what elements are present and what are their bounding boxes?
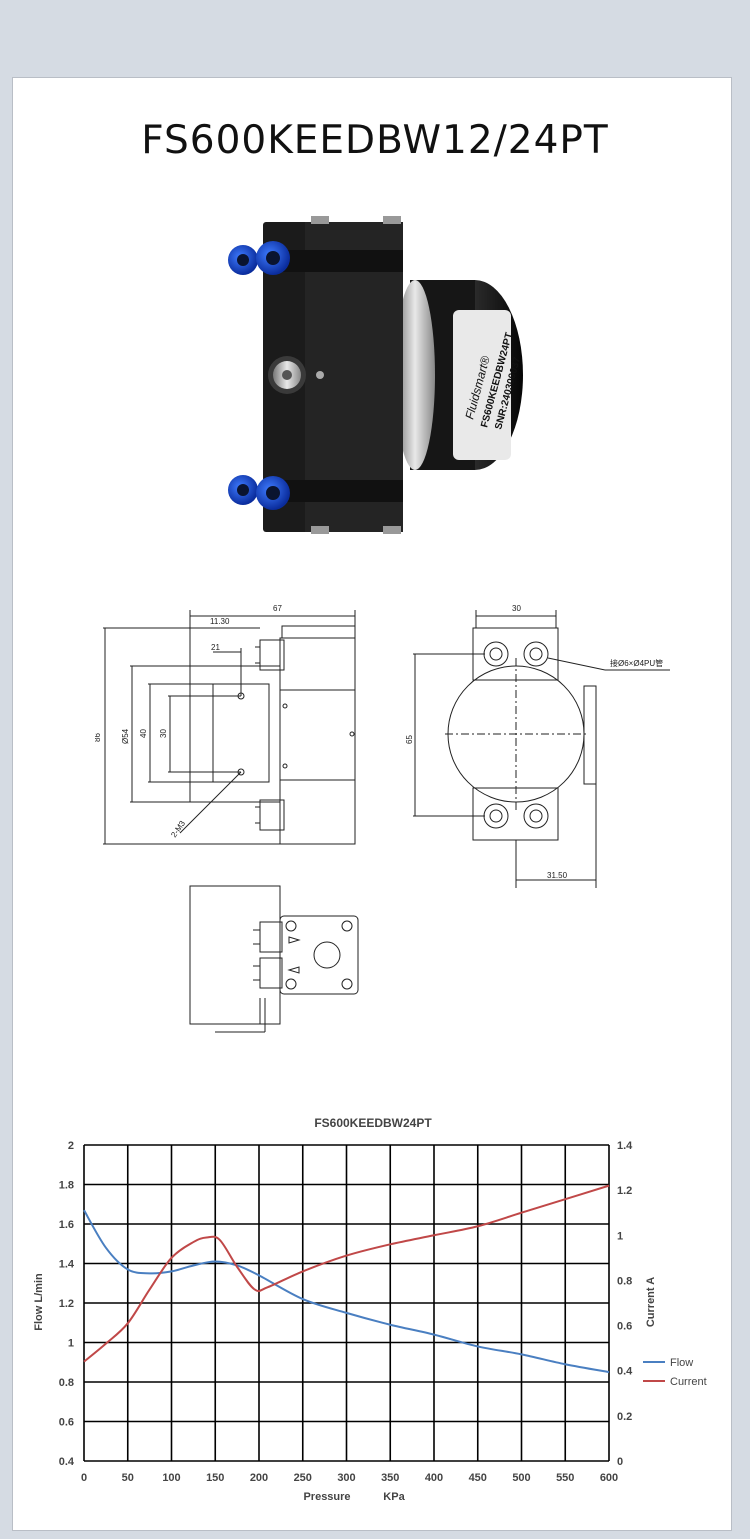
x-tick-label: 400 bbox=[425, 1472, 443, 1484]
y-tick-label: 2 bbox=[68, 1140, 74, 1152]
y-tick-label: 1.6 bbox=[59, 1219, 74, 1231]
y-tick-label: 1.2 bbox=[59, 1298, 74, 1310]
rear-view-drawing bbox=[189, 885, 359, 1033]
legend-label-flow: Flow bbox=[670, 1357, 693, 1369]
page-title: FS600KEEDBW12/24PT bbox=[141, 118, 609, 163]
y-tick-label: 1.8 bbox=[59, 1180, 74, 1192]
x-tick-label: 0 bbox=[81, 1472, 87, 1484]
y-tick-label: 1.4 bbox=[59, 1259, 75, 1271]
y-tick-label: 0.6 bbox=[59, 1417, 74, 1429]
x-tick-label: 300 bbox=[337, 1472, 355, 1484]
dim-d54: Ø54 bbox=[121, 728, 130, 744]
dim-11-30: 11.30 bbox=[210, 617, 230, 626]
y2-tick-label: 1.2 bbox=[617, 1185, 632, 1197]
chart-grid bbox=[83, 1144, 610, 1462]
x-tick-label: 500 bbox=[512, 1472, 530, 1484]
y2-tick-label: 1.4 bbox=[617, 1140, 633, 1152]
dim-67: 67 bbox=[273, 604, 282, 613]
dim-30: 30 bbox=[159, 729, 168, 738]
legend-label-current: Current bbox=[670, 1376, 707, 1388]
x-axis-unit: KPa bbox=[383, 1491, 405, 1503]
y2-axis-label: Current A bbox=[645, 1277, 657, 1327]
y-tick-label: 1 bbox=[68, 1338, 74, 1350]
dim-21: 21 bbox=[211, 643, 220, 652]
x-tick-label: 350 bbox=[381, 1472, 399, 1484]
series-line-flow bbox=[83, 1209, 610, 1374]
y-axis-label: Flow L/min bbox=[33, 1273, 45, 1331]
front-view-drawing: 67 11.30 21 86 Ø54 40 30 2-M3 bbox=[95, 604, 356, 845]
x-tick-label: 250 bbox=[294, 1472, 312, 1484]
y2-tick-label: 1 bbox=[617, 1230, 623, 1242]
y2-tick-label: 0.4 bbox=[617, 1366, 633, 1378]
y2-tick-label: 0.6 bbox=[617, 1321, 632, 1333]
x-tick-label: 150 bbox=[206, 1472, 224, 1484]
performance-chart: FS600KEEDBW24PT 0 50 100 150 200 250 300 350 400… bbox=[33, 1116, 707, 1503]
y2-tick-labels: 0 0.2 0.4 0.6 0.8 1 1.2 1.4 bbox=[617, 1140, 633, 1468]
y2-tick-label: 0.8 bbox=[617, 1275, 632, 1287]
dim-86: 86 bbox=[95, 733, 102, 742]
y2-tick-label: 0.2 bbox=[617, 1411, 632, 1423]
chart-legend: Flow Current bbox=[643, 1357, 707, 1388]
x-tick-label: 50 bbox=[122, 1472, 134, 1484]
dim-40: 40 bbox=[139, 729, 148, 738]
chart-series bbox=[83, 1184, 610, 1374]
product-photo: Fluidsmart® FS600KEEDBW24PT SNR:24030003… bbox=[228, 216, 523, 534]
y2-tick-label: 0 bbox=[617, 1456, 623, 1468]
chart-title: FS600KEEDBW24PT bbox=[314, 1116, 432, 1130]
y-tick-label: 0.8 bbox=[59, 1377, 74, 1389]
side-view-drawing: 30 65 31.50 接Ø6×Ø4PU管 bbox=[405, 604, 670, 888]
side-dim-30: 30 bbox=[512, 604, 521, 613]
side-fitting-note: 接Ø6×Ø4PU管 bbox=[610, 658, 663, 668]
y-tick-label: 0.4 bbox=[59, 1456, 75, 1468]
y-tick-labels: 0.4 0.6 0.8 1 1.2 1.4 1.6 1.8 2 bbox=[59, 1140, 75, 1468]
x-tick-label: 550 bbox=[556, 1472, 574, 1484]
x-tick-label: 200 bbox=[250, 1472, 268, 1484]
side-dim-31-50: 31.50 bbox=[547, 871, 568, 880]
x-tick-label: 600 bbox=[600, 1472, 618, 1484]
x-tick-label: 450 bbox=[469, 1472, 487, 1484]
x-tick-label: 100 bbox=[162, 1472, 180, 1484]
side-dim-65: 65 bbox=[405, 735, 414, 744]
x-axis-label: Pressure bbox=[303, 1491, 350, 1503]
series-line-current bbox=[83, 1184, 610, 1363]
x-tick-labels: 0 50 100 150 200 250 300 350 400 450 500 550 600 bbox=[81, 1472, 618, 1484]
